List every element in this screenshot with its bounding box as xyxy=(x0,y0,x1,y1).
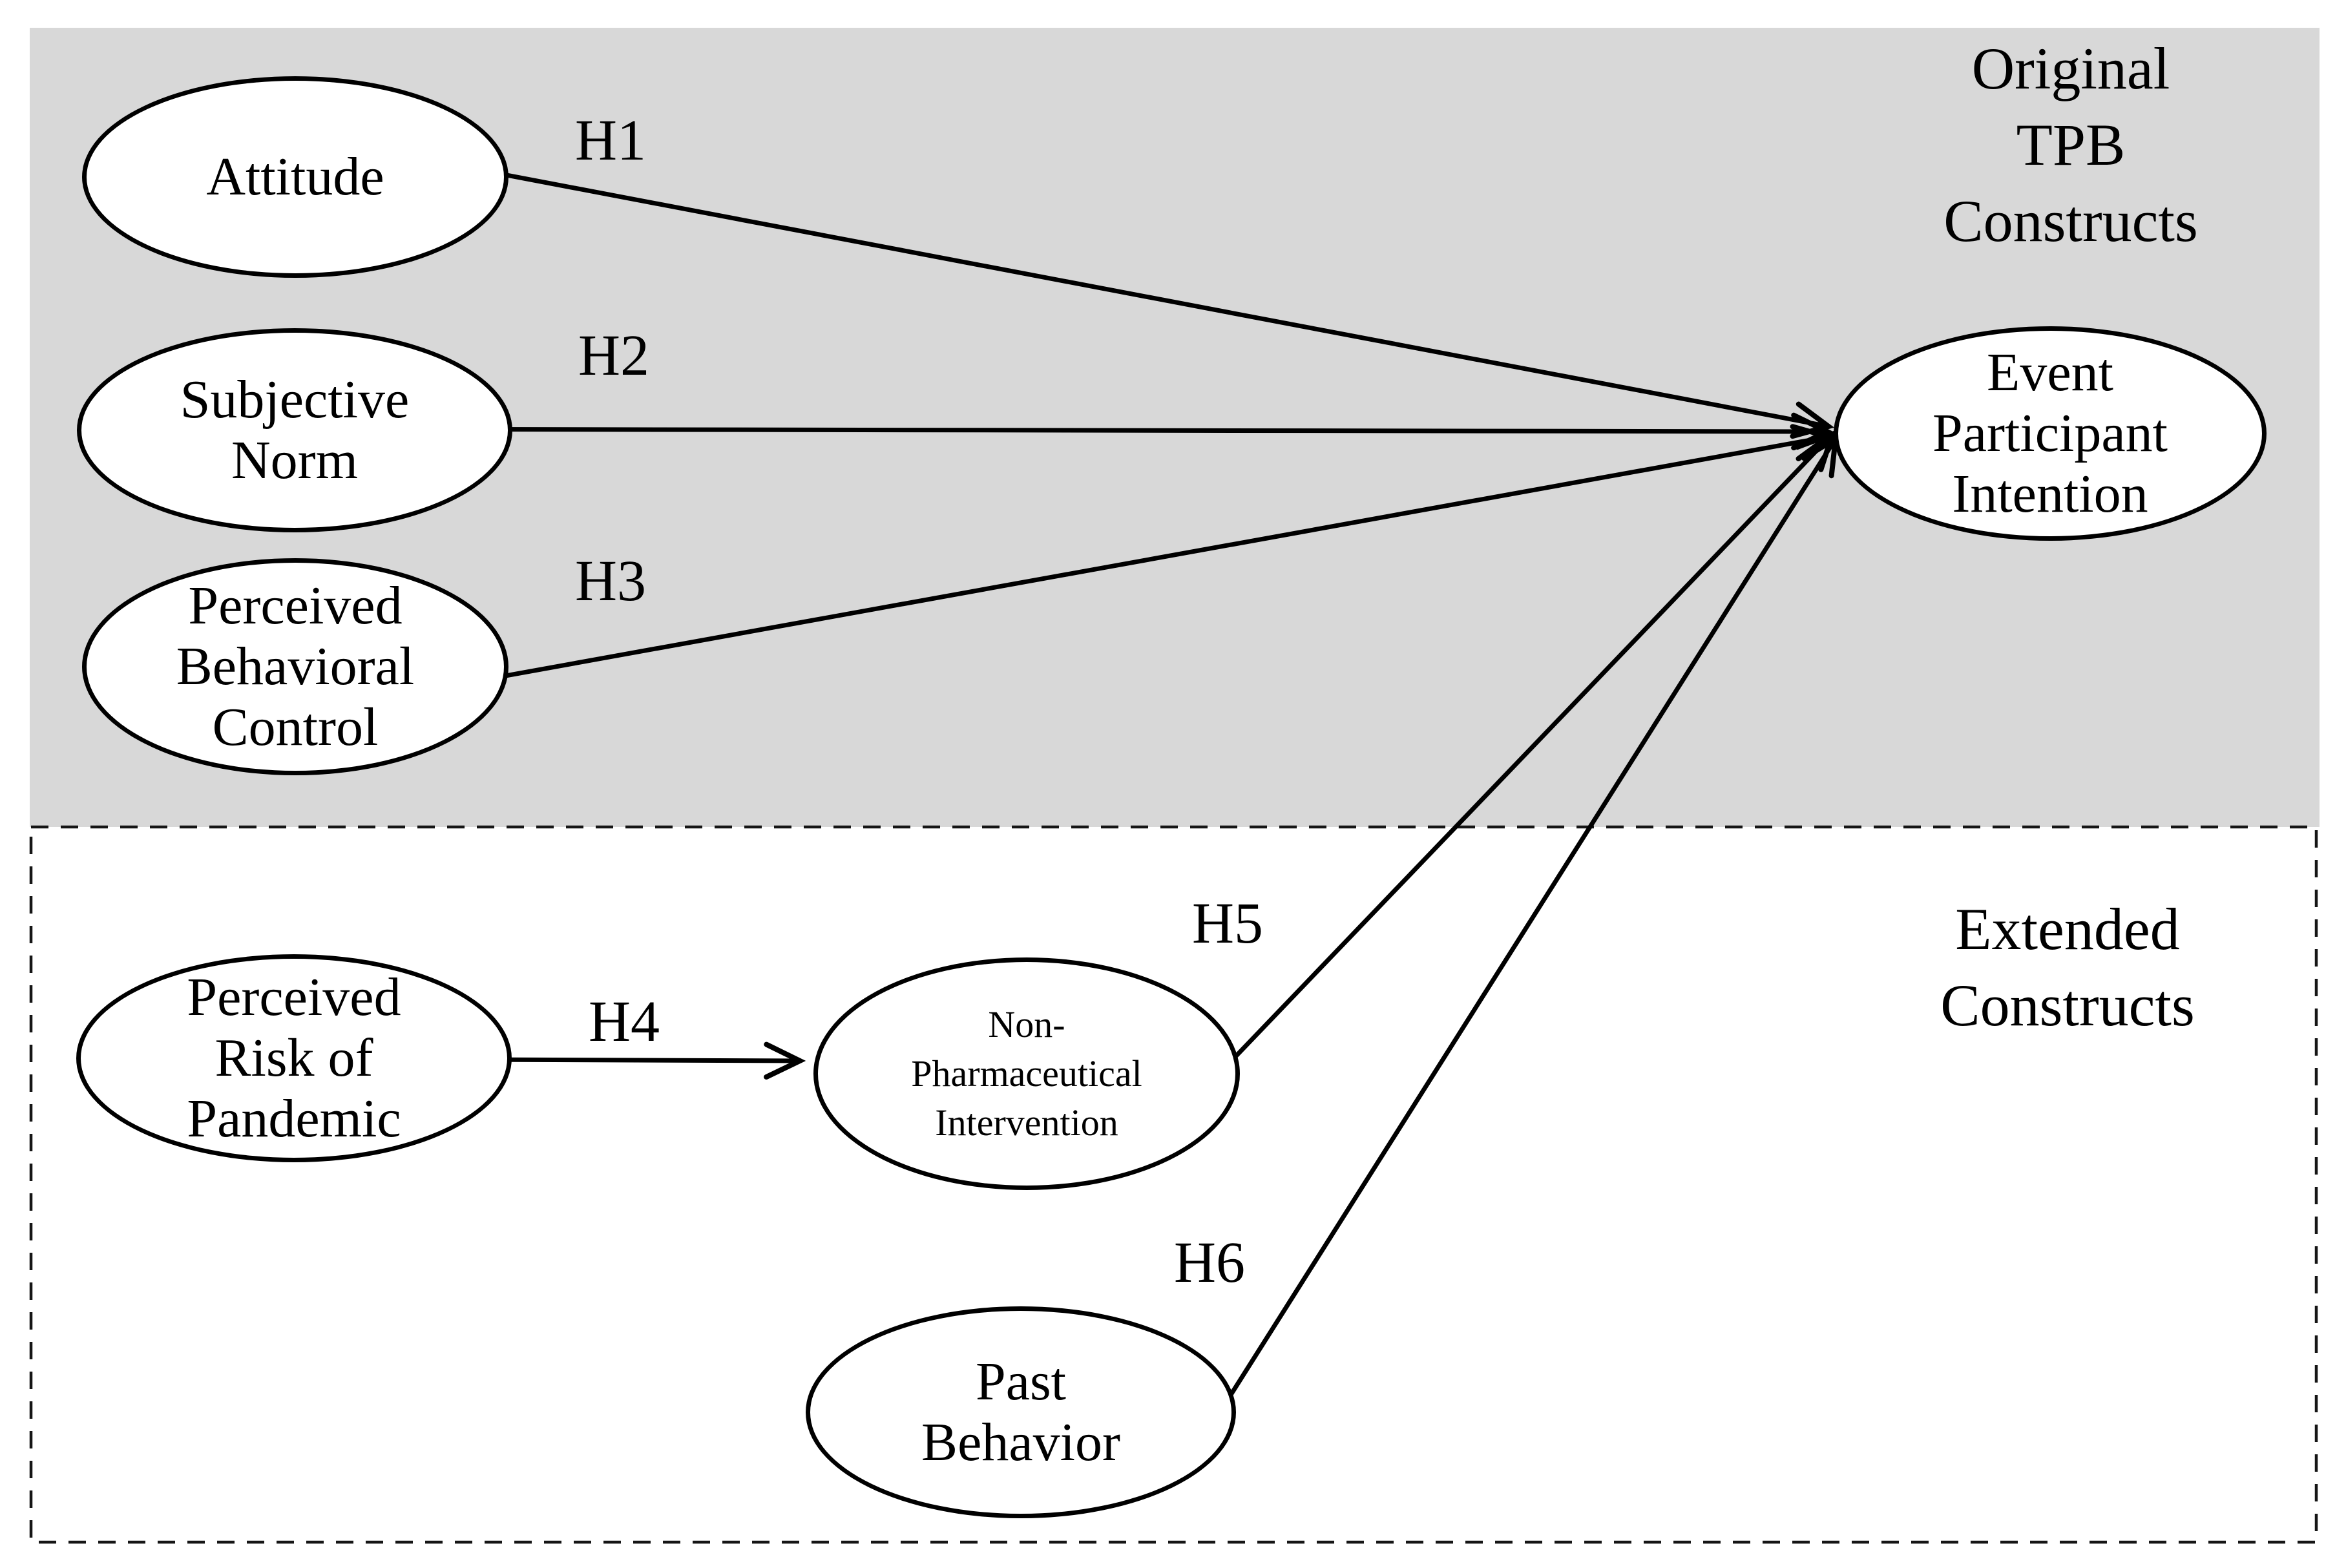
h2-arrow xyxy=(297,412,1834,451)
node-non-pharmaceutical-intervention-label: Non- Pharmaceutical Intervention xyxy=(911,1003,1142,1144)
h5-arrow xyxy=(1213,430,1837,1080)
node-perceived-behavioral-control-label: Perceived Behavioral Control xyxy=(176,576,415,757)
node-perceived-risk-of-pandemic-label: Perceived Risk of Pandemic xyxy=(187,967,401,1149)
node-perceived-risk-of-pandemic: Perceived Risk of Pandemic xyxy=(76,954,512,1162)
node-event-participant-intention: Event Participant Intention xyxy=(1834,326,2267,541)
node-past-behavior-label: Past Behavior xyxy=(921,1352,1120,1472)
h6-arrow xyxy=(1200,434,1839,1442)
node-attitude: Attitude xyxy=(82,76,508,278)
hypothesis-label-h6: H6 xyxy=(1174,1231,1245,1295)
hypothesis-label-h1: H1 xyxy=(575,109,646,172)
extended-constructs-dashed-box xyxy=(29,825,2318,1544)
node-perceived-behavioral-control: Perceived Behavioral Control xyxy=(82,558,508,775)
section-title-extended-constructs: Extended Constructs xyxy=(1940,896,2195,1038)
hypothesis-label-h3: H3 xyxy=(575,549,646,613)
node-event-participant-intention-label: Event Participant Intention xyxy=(1932,342,2168,524)
node-subjective-norm-label: Subjective Norm xyxy=(180,370,410,490)
node-attitude-label: Attitude xyxy=(206,147,384,207)
node-non-pharmaceutical-intervention: Non- Pharmaceutical Intervention xyxy=(813,957,1240,1190)
h3-arrow xyxy=(322,424,1835,711)
node-subjective-norm: Subjective Norm xyxy=(77,328,512,532)
hypothesis-label-h2: H2 xyxy=(578,324,649,388)
hypothesis-label-h5: H5 xyxy=(1192,892,1263,956)
node-past-behavior: Past Behavior xyxy=(806,1306,1236,1518)
h1-arrow xyxy=(322,138,1835,439)
hypothesis-label-h4: H4 xyxy=(589,990,660,1054)
section-title-original-tpb-constructs: Original TPB Constructs xyxy=(1943,36,2198,254)
